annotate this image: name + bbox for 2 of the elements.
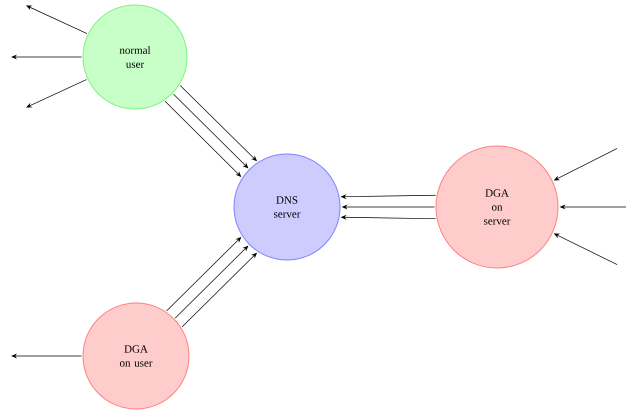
arrow — [174, 246, 248, 318]
arrow — [173, 94, 248, 168]
